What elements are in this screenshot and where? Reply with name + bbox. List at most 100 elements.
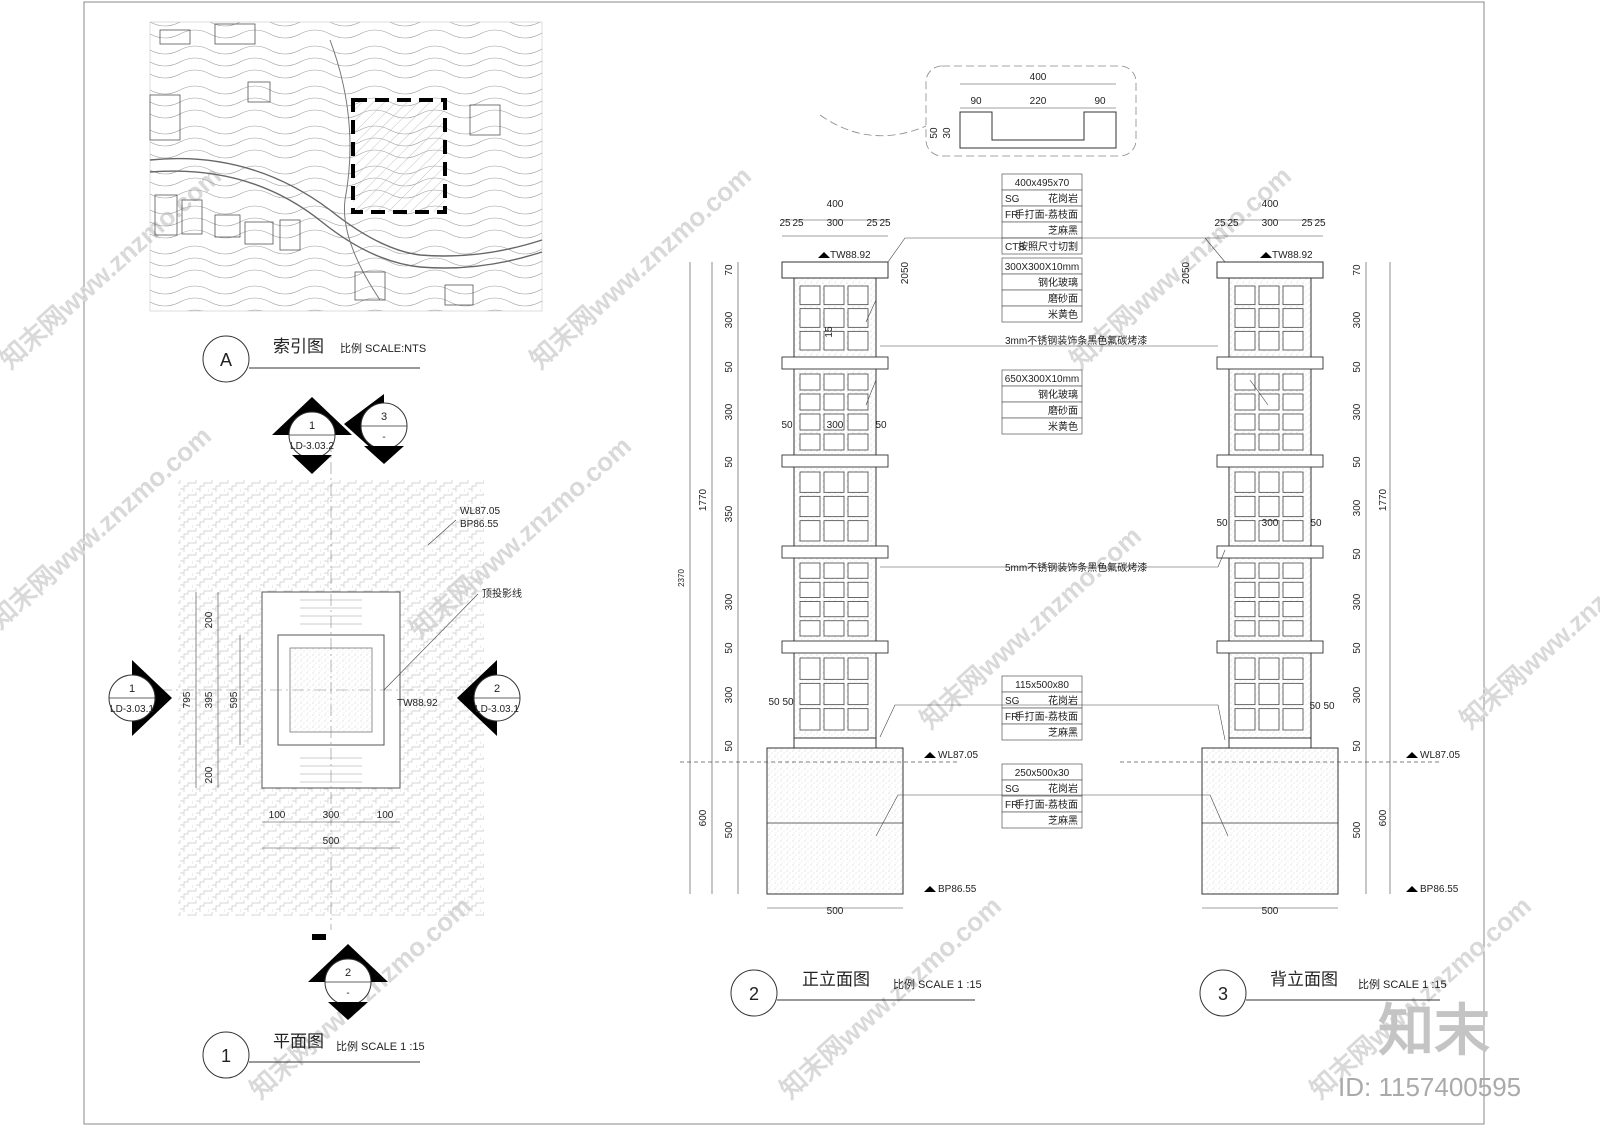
glass-panel <box>1258 620 1280 637</box>
glass-panel <box>1258 308 1280 328</box>
section-marker-top-right <box>344 394 408 464</box>
glass-panel <box>823 620 845 637</box>
dim-label: 1770 <box>698 488 709 511</box>
material-code: SG <box>1005 194 1020 205</box>
material-spec: 按照尺寸切割 <box>1018 240 1078 253</box>
dim-label: 50 <box>1352 642 1363 654</box>
watermark: 知末网www.znzmo.com <box>774 890 1007 1104</box>
level-label: BP86.55 <box>938 884 977 895</box>
brand-id: ID: 1157400595 <box>1338 1072 1521 1102</box>
dim-label: 25 <box>866 218 878 229</box>
glass-panel <box>1282 413 1304 431</box>
glass-panel <box>1234 433 1256 451</box>
dim-label: 300 <box>1352 311 1363 328</box>
glass-panel <box>1282 682 1304 706</box>
cap-profile <box>959 111 1117 149</box>
cap-detail: 400 90 220 90 50 30 <box>819 65 1137 157</box>
dim-label: 300 <box>724 403 735 420</box>
dim-label: 50 <box>1352 548 1363 560</box>
glass-panel <box>1282 393 1304 411</box>
glass-panel <box>799 657 821 680</box>
glass-panel <box>1258 471 1280 493</box>
glass-panel <box>847 285 869 306</box>
glass-panel <box>1234 285 1256 306</box>
material-spec: 磨砂面 <box>1048 292 1078 305</box>
section-marker-right <box>457 660 521 736</box>
dim-label: 25 <box>1227 218 1239 229</box>
site-highlight <box>351 98 447 214</box>
dim-label: 500 <box>1262 906 1279 917</box>
index-plan-scale: 比例 SCALE:NTS <box>340 341 426 355</box>
glass-panel <box>799 330 821 351</box>
glass-panel <box>1234 620 1256 637</box>
decor-band <box>781 545 889 559</box>
glass-panel <box>823 562 845 579</box>
glass-panel <box>1282 520 1304 542</box>
decor-band <box>1216 454 1324 468</box>
dim-label: 2370 <box>677 569 686 587</box>
glass-panel <box>1234 562 1256 579</box>
column-base <box>1201 747 1339 895</box>
dim-label: 15 <box>824 326 835 338</box>
glass-panel <box>1258 682 1280 706</box>
dim-label: 90 <box>1094 96 1106 107</box>
material-code: CTS <box>1005 242 1025 253</box>
index-plan-marker <box>202 335 250 383</box>
glass-panel <box>823 433 845 451</box>
dim-label: 100 <box>377 810 394 821</box>
back-elevation-marker-label: 3 <box>1218 984 1228 1004</box>
glass-panel <box>1282 601 1304 618</box>
plan-marker-label: 1 <box>221 1046 231 1066</box>
material-code: SG <box>1005 784 1020 795</box>
front-elevation-marker <box>730 969 778 1017</box>
glass-panel <box>847 562 869 579</box>
glass-panel <box>799 471 821 493</box>
detail-leader <box>819 114 927 137</box>
glass-panel <box>1258 601 1280 618</box>
glass-panel <box>799 495 821 518</box>
section-ref: - <box>382 432 385 443</box>
glass-panel <box>823 373 845 391</box>
glass-panel <box>1258 562 1280 579</box>
glass-panel <box>847 308 869 328</box>
material-spec: 芝麻黑 <box>1048 726 1078 739</box>
dim-label: 300 <box>1262 218 1279 229</box>
material-spec: 米黄色 <box>1048 420 1078 433</box>
dim-label: 50 <box>724 361 735 373</box>
glass-panel <box>799 393 821 411</box>
back-elevation-scale: 比例 SCALE 1 :15 <box>1358 977 1447 991</box>
material-spec: 米黄色 <box>1048 308 1078 321</box>
level-label: TW88.92 <box>1272 250 1313 261</box>
decor-band <box>1216 545 1324 559</box>
dim-label: 90 <box>970 96 982 107</box>
glass-panel <box>847 433 869 451</box>
front-elevation-title: 正立面图 <box>802 970 870 989</box>
material-code: FR <box>1005 210 1018 221</box>
glass-panel <box>847 330 869 351</box>
glass-panel <box>823 601 845 618</box>
glass-panel <box>799 601 821 618</box>
section-number: 2 <box>345 967 351 979</box>
site-path <box>329 39 381 301</box>
glass-panel <box>823 471 845 493</box>
dim-label: 50 <box>724 642 735 654</box>
glass-panel <box>799 520 821 542</box>
glass-panel <box>1282 308 1304 328</box>
dim-label: 25 <box>1301 218 1313 229</box>
glass-panel <box>1234 708 1256 731</box>
dim-label: 595 <box>229 691 240 708</box>
glass-panel <box>799 433 821 451</box>
section-ref: - <box>346 988 349 999</box>
dim-label: 300 <box>724 686 735 703</box>
section-number: 2 <box>494 683 500 695</box>
dim-label: 50 <box>781 420 793 431</box>
table-leaders <box>865 237 1269 837</box>
dim-label: 400 <box>827 199 844 210</box>
glass-panel <box>799 682 821 706</box>
glass-panel <box>799 708 821 731</box>
section-ref: LD-3.03.1 <box>475 704 519 715</box>
table-cell <box>1001 417 1083 435</box>
glass-panel <box>1258 708 1280 731</box>
dim-label: 200 <box>204 766 215 783</box>
